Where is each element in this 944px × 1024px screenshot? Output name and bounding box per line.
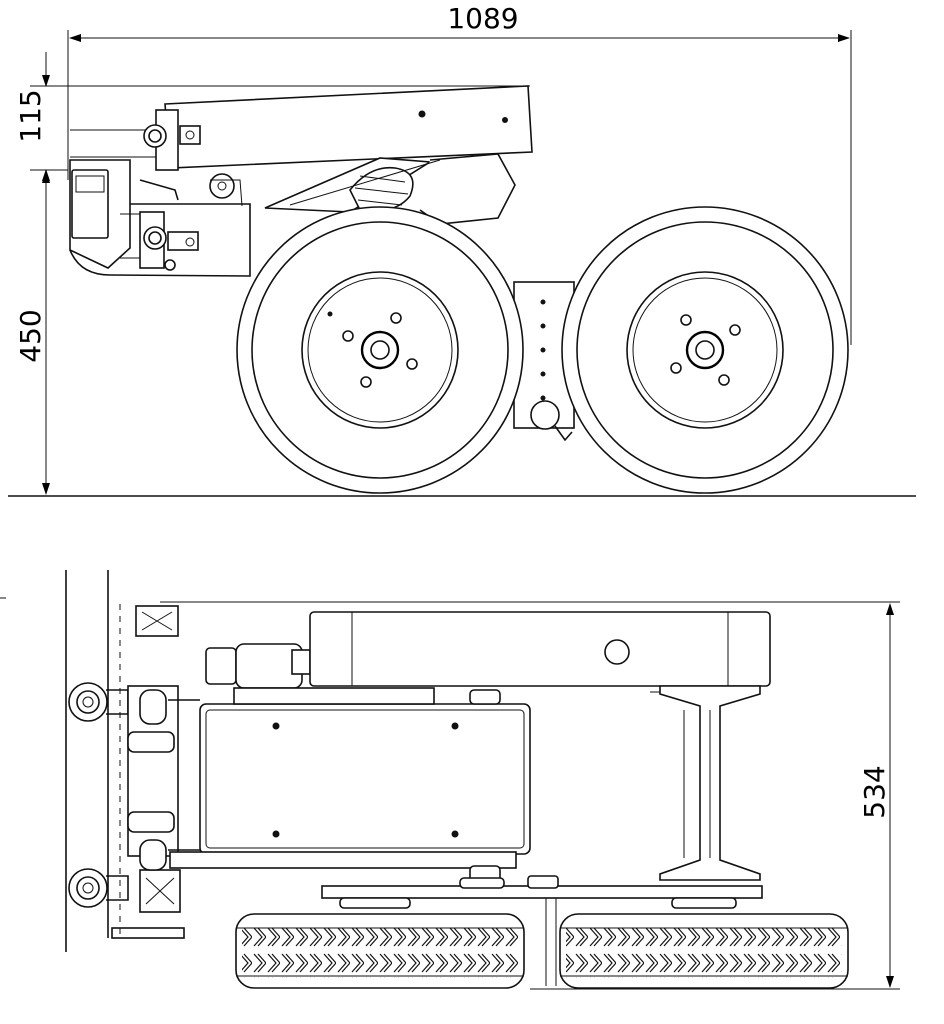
- top-hitch-eye-upper: [68, 682, 129, 722]
- top-axle-strut: [659, 685, 761, 881]
- dimension-label-length: 1089: [447, 2, 518, 35]
- dimension-label-top-offset: 115: [14, 89, 47, 142]
- dimension-hitch-height: 450: [14, 171, 50, 495]
- side-view: 1089 115 450: [8, 2, 916, 497]
- top-tyre-right: [559, 913, 849, 989]
- top-upper-housing: [309, 611, 771, 693]
- top-main-body: [169, 689, 531, 885]
- dimension-top-offset: 115: [14, 52, 530, 200]
- dimension-overall-length: 1089: [67, 2, 852, 345]
- side-lower-coupling: [120, 211, 199, 271]
- side-main-beam: [70, 85, 533, 169]
- side-wheel-front: [236, 206, 524, 494]
- top-couplers: [111, 604, 185, 939]
- dimension-label-hitch-height: 450: [14, 309, 47, 362]
- top-actuator: [205, 643, 435, 705]
- top-view: 534: [0, 570, 900, 990]
- top-hitch-eye-lower: [68, 868, 129, 908]
- dimension-label-width: 534: [858, 765, 891, 818]
- dimension-overall-width: 534: [160, 601, 900, 990]
- side-wheel-rear: [561, 206, 849, 494]
- side-upper-coupling: [139, 109, 201, 201]
- top-base-plate: [321, 875, 763, 986]
- top-tyre-left: [235, 913, 525, 989]
- top-bracket-column: [127, 685, 200, 871]
- side-hitch-bracket: [69, 159, 251, 277]
